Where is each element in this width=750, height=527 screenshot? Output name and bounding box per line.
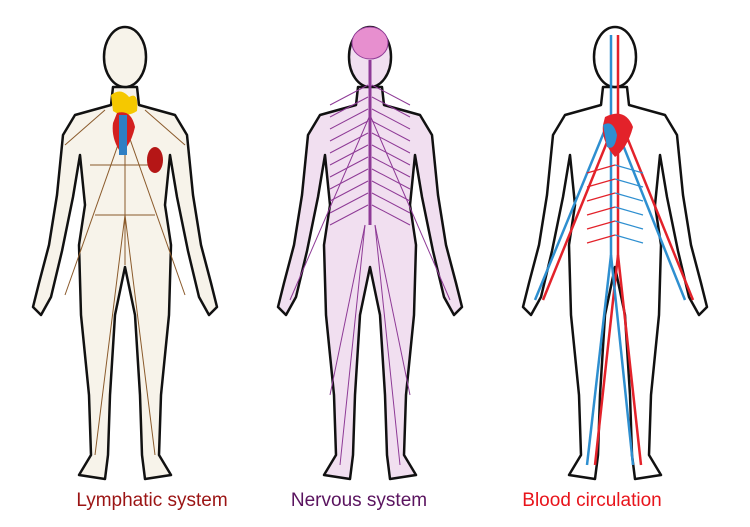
nerve xyxy=(371,108,411,130)
artery-branch xyxy=(586,164,616,174)
nerve xyxy=(374,224,411,396)
lymph-vessel xyxy=(124,124,186,296)
nerve xyxy=(339,224,366,466)
artery-branch xyxy=(586,234,616,244)
nerve xyxy=(371,120,411,142)
lymph-vessel xyxy=(144,109,186,146)
nerve xyxy=(371,180,411,202)
nerve xyxy=(329,192,369,214)
figure-lymphatic xyxy=(31,25,219,481)
brain xyxy=(351,26,389,60)
nerve xyxy=(329,84,369,106)
label-lymphatic-system: Lymphatic system xyxy=(76,490,228,511)
heart-right-side xyxy=(603,123,617,148)
nerve xyxy=(371,156,411,178)
nerve xyxy=(329,180,369,202)
nerve xyxy=(371,168,411,190)
nerve xyxy=(329,132,369,154)
nerve xyxy=(329,96,369,118)
vein xyxy=(609,254,635,466)
nerve xyxy=(369,114,451,301)
label-blood-circulation: Blood circulation xyxy=(522,490,662,511)
nerve xyxy=(329,120,369,142)
nerve xyxy=(329,168,369,190)
nerve xyxy=(371,132,411,154)
nerve xyxy=(329,224,366,396)
vein-branch xyxy=(614,192,644,202)
nerve xyxy=(329,156,369,178)
head xyxy=(592,25,638,89)
lymph-vessel xyxy=(94,214,126,456)
vein-branch xyxy=(614,234,644,244)
artery xyxy=(541,114,620,301)
nerve xyxy=(371,192,411,214)
artery xyxy=(616,114,695,301)
nerve xyxy=(374,224,401,466)
nerve xyxy=(329,144,369,166)
lymph-vessel xyxy=(64,109,106,146)
nerve xyxy=(329,204,369,226)
figure-nervous xyxy=(276,25,464,481)
artery-branch xyxy=(586,206,616,216)
vena-cava xyxy=(119,115,127,155)
vein xyxy=(585,254,613,466)
vein-branch xyxy=(614,206,644,216)
nerve xyxy=(329,108,369,130)
head xyxy=(102,25,148,89)
nerve xyxy=(289,114,371,301)
lymph-vessel xyxy=(124,214,156,456)
vein-branch xyxy=(614,220,644,230)
artery-branch xyxy=(586,220,616,230)
nerve xyxy=(371,144,411,166)
artery-branch xyxy=(586,192,616,202)
label-nervous-system: Nervous system xyxy=(290,490,428,511)
nerve xyxy=(371,96,411,118)
spleen xyxy=(147,147,163,173)
vein xyxy=(533,114,613,301)
lymph-vessel xyxy=(64,124,126,296)
vein-branch xyxy=(614,164,644,174)
artery-branch xyxy=(586,178,616,188)
figure-circulation xyxy=(521,25,709,481)
thymus xyxy=(111,91,138,115)
artery xyxy=(616,254,643,466)
vein-branch xyxy=(614,178,644,188)
nerve xyxy=(371,204,411,226)
nerve xyxy=(371,84,411,106)
